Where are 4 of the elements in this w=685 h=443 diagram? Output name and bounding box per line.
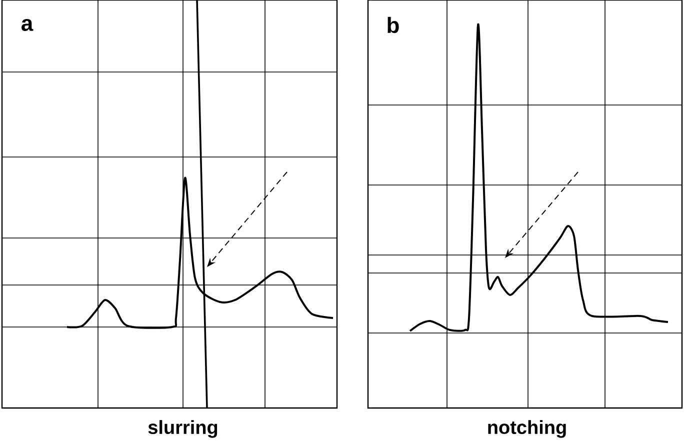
panel-caption: slurring [148, 420, 218, 438]
panel-letter: a [22, 18, 34, 32]
panel-caption: notching [488, 420, 566, 438]
panel-letter: b [388, 16, 399, 34]
